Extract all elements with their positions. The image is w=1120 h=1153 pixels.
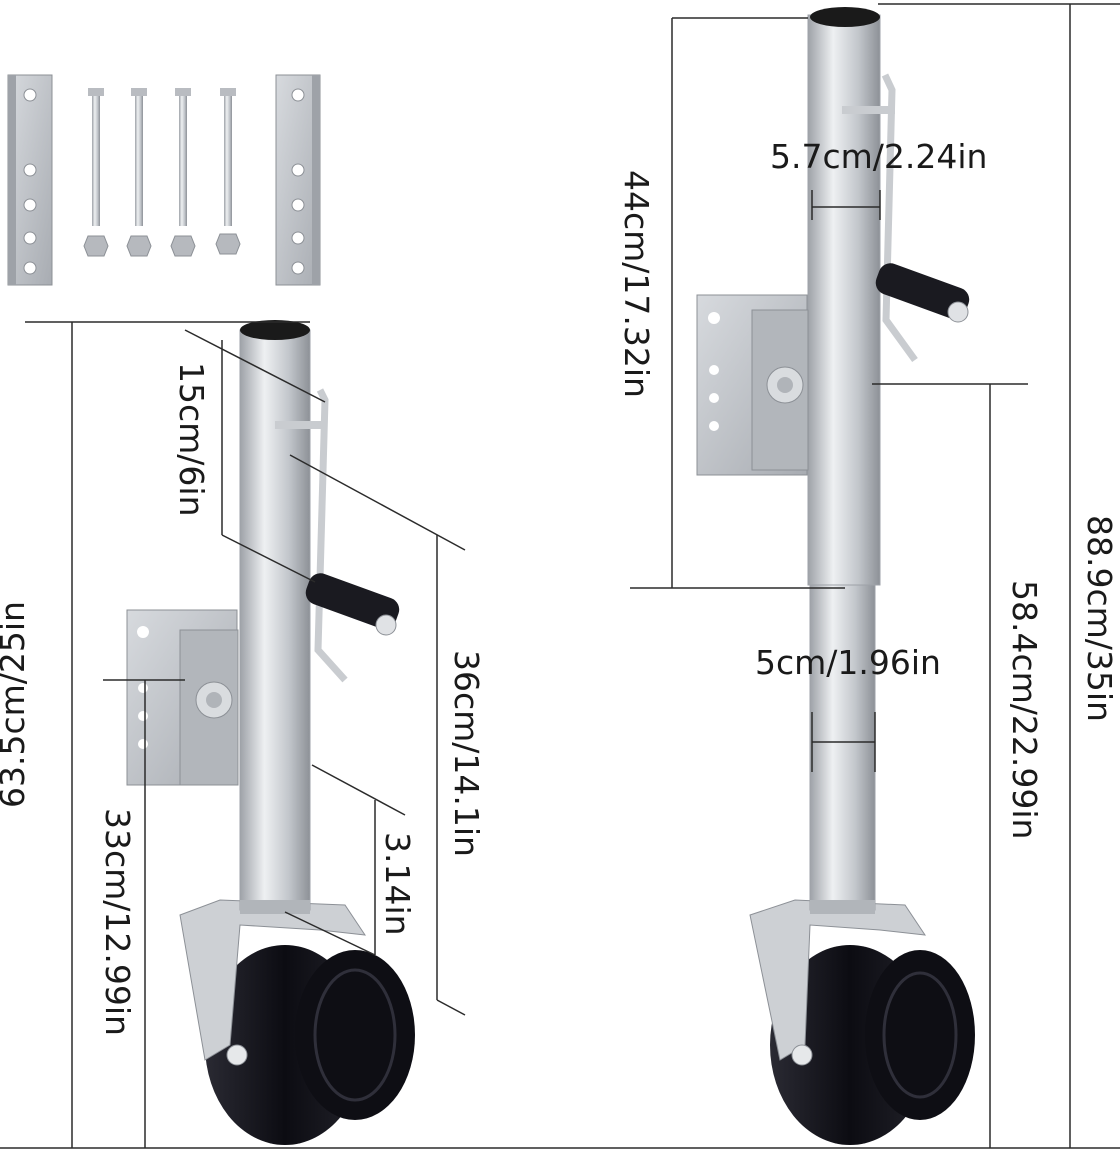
right-total-height-label: 88.9cm/35in [1080,515,1119,722]
left-tube-length-label: 36cm/14.1in [447,650,486,857]
mounting-bracket-left [7,74,53,286]
axle-bolt [226,1044,248,1066]
inner-tube [809,579,876,911]
bolt [215,88,241,255]
left-tube-diameter-label: 3.14in [378,832,417,936]
jack-tube [239,329,311,911]
tube-cap [240,320,310,340]
bolt [126,88,152,257]
outer-tube [807,14,881,586]
right-outer-diameter-label: 5.7cm/2.24in [770,137,987,176]
mounting-plate [696,294,809,476]
trailer-jack-extended [696,7,975,1145]
right-upper-height-label: 44cm/17.32in [617,170,656,398]
jack-wheel-pair [770,945,975,1145]
mounting-plate [126,609,239,786]
dimension-lines [0,3,1120,1149]
jack-wheel-pair [205,945,415,1145]
trailer-jack-retracted [126,320,415,1145]
mounting-hardware-kit [7,74,321,286]
axle-bolt [791,1044,813,1066]
right-inner-diameter-label: 5cm/1.96in [755,643,941,682]
bolt [170,88,196,257]
bolt-set [83,88,241,257]
bolt [83,88,109,257]
mounting-bracket-right [275,74,321,286]
tube-cap [810,7,880,27]
left-top-offset-label: 15cm/6in [172,362,211,516]
left-total-height-label: 63.5cm/25in [0,601,32,808]
crank-handle [275,388,400,683]
dimension-labels: 63.5cm/25in 33cm/12.99in 15cm/6in 36cm/1… [0,137,1119,1036]
left-lower-height-label: 33cm/12.99in [98,808,137,1036]
crank-handle [842,73,970,363]
right-lower-height-label: 58.4cm/22.99in [1005,580,1044,839]
